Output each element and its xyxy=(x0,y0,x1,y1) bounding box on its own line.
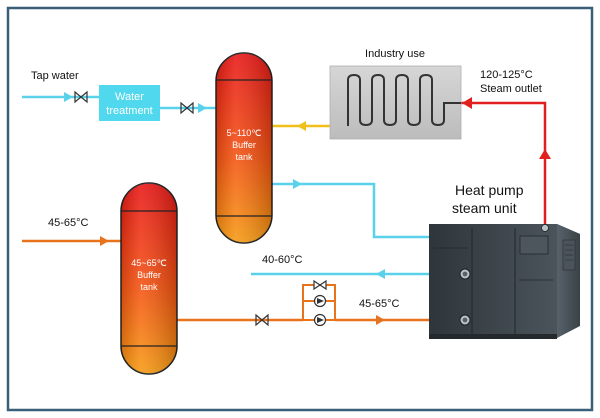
bowtie-valve-icon xyxy=(180,101,194,115)
flow-arrow-icon xyxy=(64,92,73,102)
buffer-tank-top xyxy=(215,52,273,244)
heat-pump-label: Heat pump xyxy=(455,182,524,198)
flow-arrow-icon xyxy=(297,121,306,131)
bowtie-valve-icon xyxy=(255,313,269,327)
supply-temp-label: 45-65°C xyxy=(359,298,400,310)
heat-pump-label: steam unit xyxy=(452,200,517,216)
flow-arrow-icon xyxy=(293,179,302,189)
industry-use-label: Industry use xyxy=(365,48,425,60)
flow-arrow-icon xyxy=(539,149,551,159)
water-treatment-box xyxy=(99,85,160,121)
tap-water-label: Tap water xyxy=(31,70,79,82)
flow-arrow-icon xyxy=(376,269,385,279)
circulation-pump-icon xyxy=(313,313,327,327)
buffer-tank-bottom xyxy=(120,182,178,375)
diagram-frame xyxy=(6,6,594,412)
water-treatment-label: Water xyxy=(115,91,144,103)
feed-water-pipe xyxy=(271,182,432,239)
heat-exchanger-coil xyxy=(347,73,461,127)
bowtie-valve-icon xyxy=(74,90,88,104)
steam-outlet-label: Steam outlet xyxy=(480,83,542,95)
steam-outlet-pipe xyxy=(461,101,547,226)
flow-arrow-icon xyxy=(376,315,385,325)
buffer-tank-top-label: tank xyxy=(235,152,253,162)
buffer-tank-top-temp: 5~110℃ xyxy=(227,128,262,138)
circulation-pump-icon xyxy=(313,294,327,308)
return-temp-label: 40-60°C xyxy=(262,254,303,266)
heat-pump-unit xyxy=(429,224,580,339)
buffer-tank-bottom-label: tank xyxy=(140,282,158,292)
buffer-tank-bottom-temp: 45~65℃ xyxy=(131,258,166,268)
buffer-tank-bottom-label: Buffer xyxy=(137,270,161,280)
flow-arrow-icon xyxy=(462,97,472,109)
steam-temp-label: 120-125°C xyxy=(480,69,533,81)
flow-arrow-icon xyxy=(100,236,109,246)
water-treatment-label: treatment xyxy=(106,105,152,117)
buffer-tank-top-label: Buffer xyxy=(232,140,256,150)
flow-arrow-icon xyxy=(198,103,207,113)
inlet-temp-label: 45-65°C xyxy=(48,217,89,229)
bowtie-valve-icon xyxy=(313,279,327,291)
